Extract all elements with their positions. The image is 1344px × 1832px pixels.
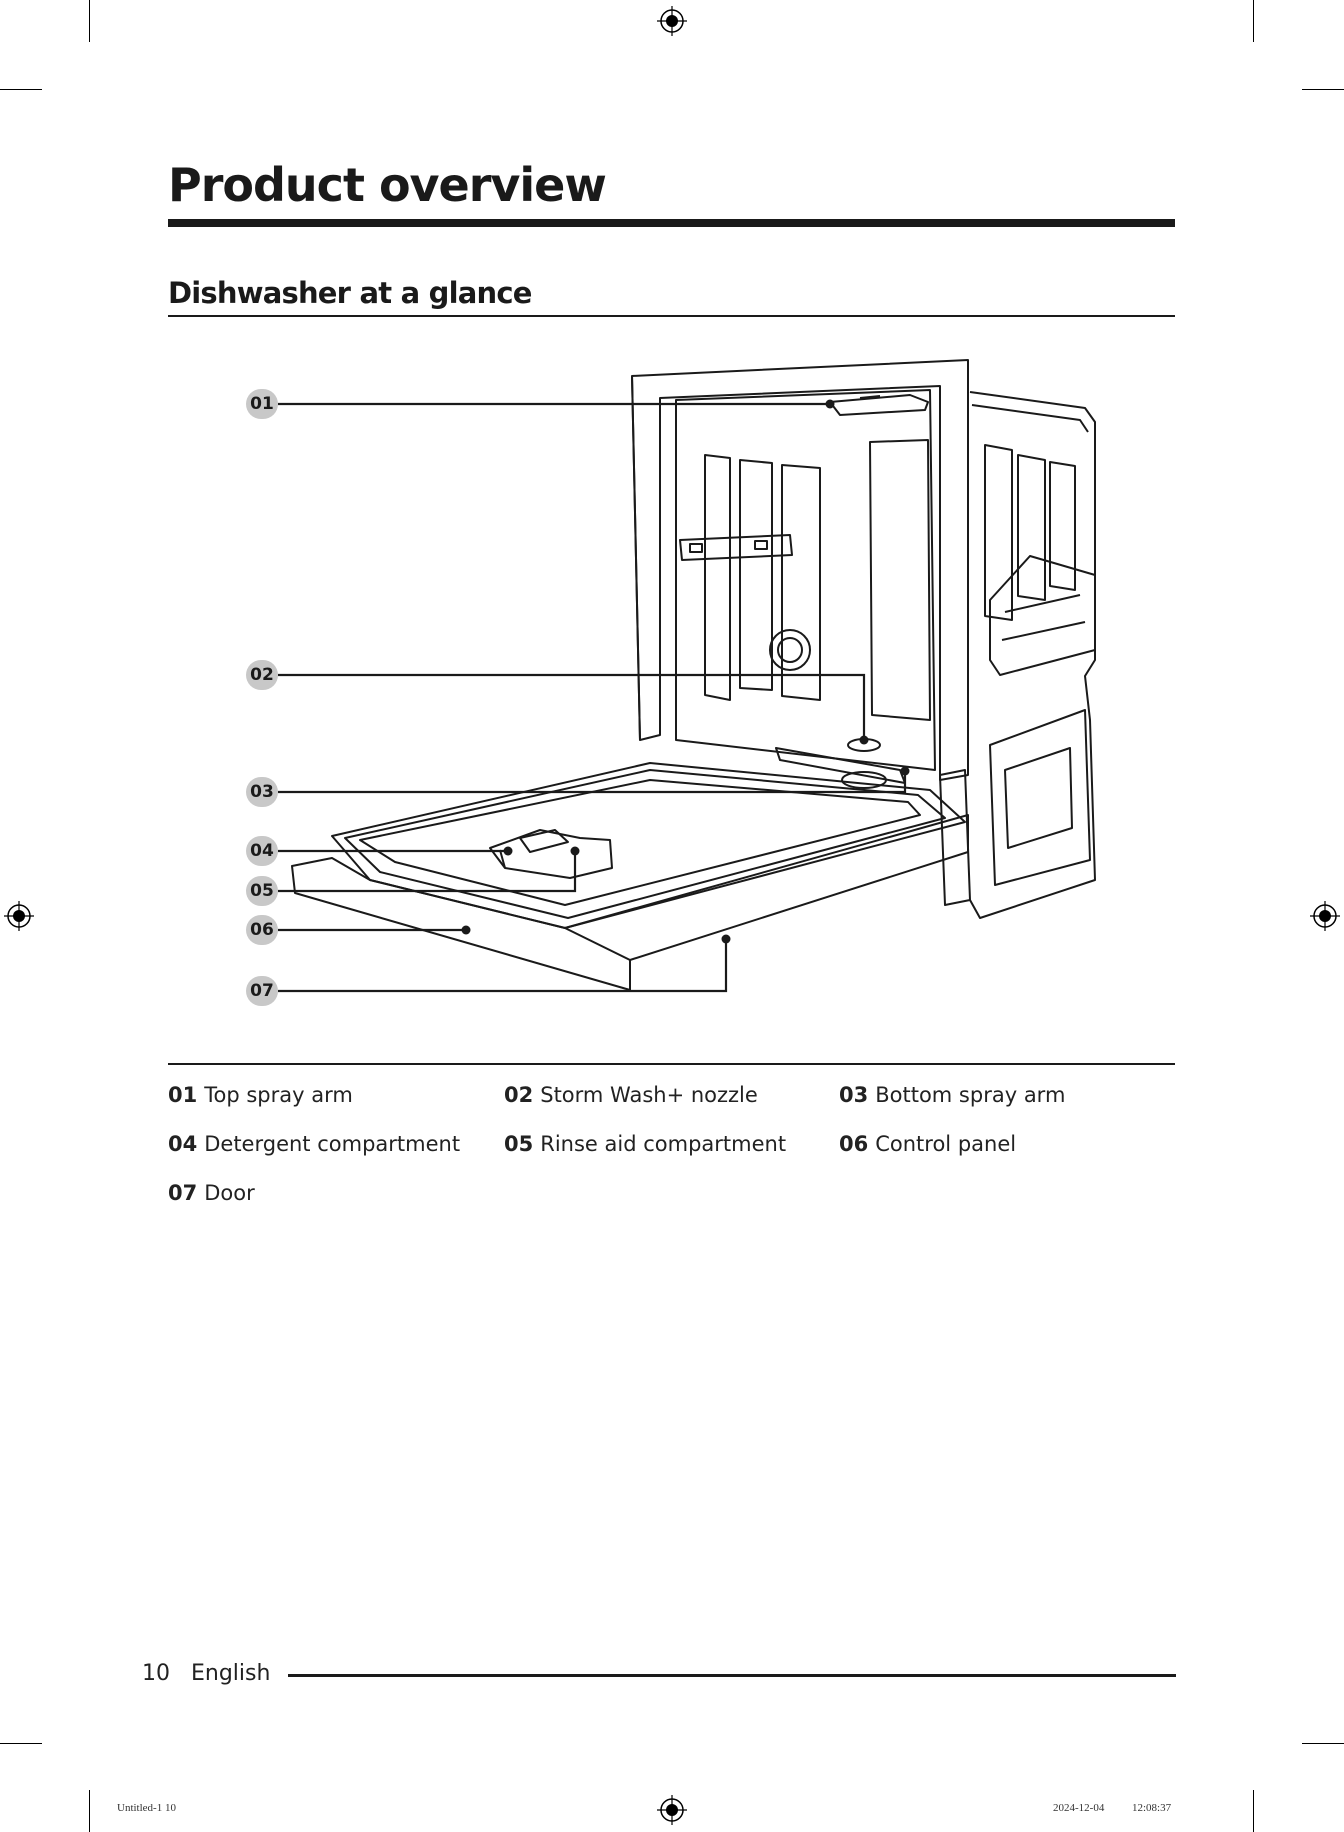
registration-mark-icon [4, 901, 34, 931]
page-language: English [191, 1661, 271, 1686]
print-slug-time: 12:08:37 [1132, 1802, 1172, 1814]
section-divider [168, 315, 1175, 317]
callout-badge: 06 [246, 915, 278, 945]
registration-mark-icon [657, 6, 687, 36]
print-slug-date: 2024-12-04 [1053, 1802, 1105, 1814]
callout-badge: 01 [246, 389, 278, 419]
legend-number: 04 [168, 1132, 198, 1156]
crop-mark [0, 1743, 42, 1744]
print-slug-file: Untitled-1 10 [117, 1802, 176, 1814]
legend-label: Storm Wash+ nozzle [540, 1083, 758, 1107]
crop-mark [89, 1790, 90, 1832]
crop-mark [1253, 1790, 1254, 1832]
legend-label: Control panel [875, 1132, 1017, 1156]
legend-divider [168, 1063, 1175, 1065]
legend-number: 07 [168, 1181, 198, 1205]
legend-number: 05 [504, 1132, 534, 1156]
legend-label: Bottom spray arm [875, 1083, 1066, 1107]
crop-mark [89, 0, 90, 42]
callout-badge: 07 [246, 976, 278, 1006]
legend-number: 01 [168, 1083, 198, 1107]
legend-label: Detergent compartment [204, 1132, 461, 1156]
crop-mark [1302, 89, 1344, 90]
section-title: Dishwasher at a glance [168, 276, 532, 310]
legend-label: Door [204, 1181, 255, 1205]
legend-label: Top spray arm [204, 1083, 353, 1107]
callout-badge: 02 [246, 660, 278, 690]
title-divider [168, 219, 1175, 227]
legend-number: 03 [839, 1083, 869, 1107]
page-number: 10 [142, 1661, 170, 1686]
legend-number: 02 [504, 1083, 534, 1107]
dishwasher-illustration [278, 359, 1096, 993]
legend-label: Rinse aid compartment [540, 1132, 787, 1156]
crop-mark [1253, 0, 1254, 42]
legend-number: 06 [839, 1132, 869, 1156]
callout-badge: 04 [246, 836, 278, 866]
crop-mark [1302, 1743, 1344, 1744]
callout-badge: 05 [246, 876, 278, 906]
footer-divider [288, 1674, 1176, 1677]
registration-mark-icon [1310, 901, 1340, 931]
page-title: Product overview [168, 158, 607, 212]
callout-badge: 03 [246, 777, 278, 807]
crop-mark [0, 89, 42, 90]
registration-mark-icon [657, 1795, 687, 1825]
